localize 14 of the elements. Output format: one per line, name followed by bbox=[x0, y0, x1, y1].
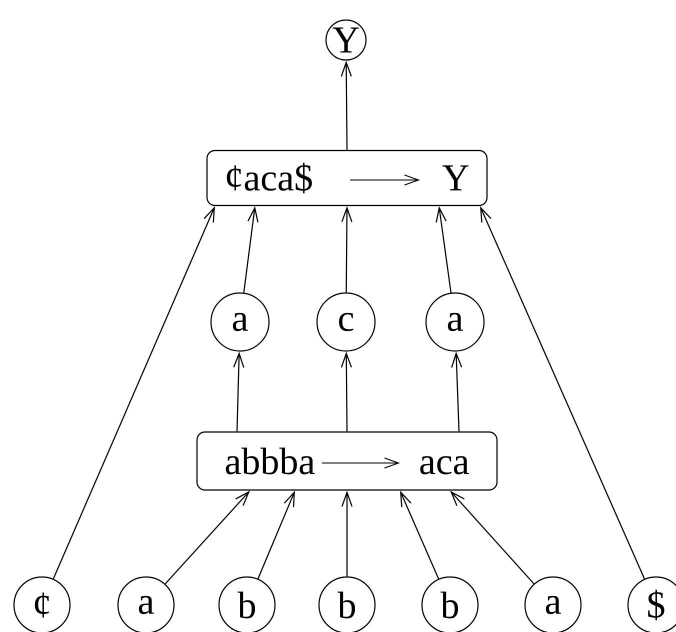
arrow bbox=[243, 206, 259, 293]
arrow bbox=[52, 206, 215, 579]
arrow bbox=[400, 490, 440, 580]
arrow bbox=[436, 206, 452, 293]
arrow bbox=[451, 352, 462, 432]
arrow bbox=[258, 490, 295, 579]
arrow bbox=[340, 60, 352, 150]
arrow bbox=[233, 352, 244, 432]
arrow bbox=[340, 352, 352, 432]
arrow bbox=[164, 490, 250, 584]
arrow bbox=[341, 206, 352, 292]
arrow bbox=[341, 490, 353, 576]
arrow bbox=[450, 490, 534, 584]
arrow bbox=[480, 206, 646, 580]
